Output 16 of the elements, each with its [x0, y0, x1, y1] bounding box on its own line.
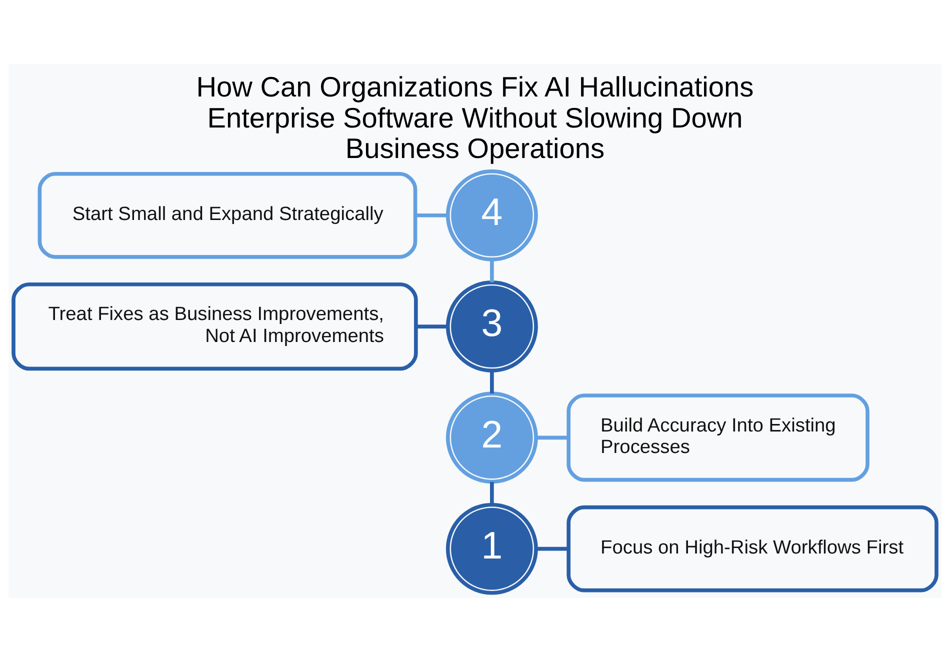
connector [416, 324, 448, 328]
connector [490, 370, 494, 394]
connector [415, 213, 448, 218]
node-circle: 4 [446, 169, 538, 262]
node-box: Start Small and Expand Strategically [38, 172, 418, 259]
node-box: Build Accuracy Into Existing Processes [566, 394, 870, 482]
node-box: Focus on High-Risk Workflows First [566, 505, 938, 592]
connector [490, 260, 494, 282]
node-circle: 2 [446, 392, 538, 484]
connector [536, 436, 568, 440]
node-circle: 1 [446, 502, 538, 595]
node-circle: 3 [446, 280, 538, 373]
connector [536, 546, 568, 551]
connector [490, 482, 494, 505]
diagram-title: How Can Organizations Fix AI Hallucinations Enterprise Software Without Slowing Down Business Operations [196, 72, 754, 164]
node-box: Treat Fixes as Business Improvements, Not AI Improvements [12, 282, 418, 371]
